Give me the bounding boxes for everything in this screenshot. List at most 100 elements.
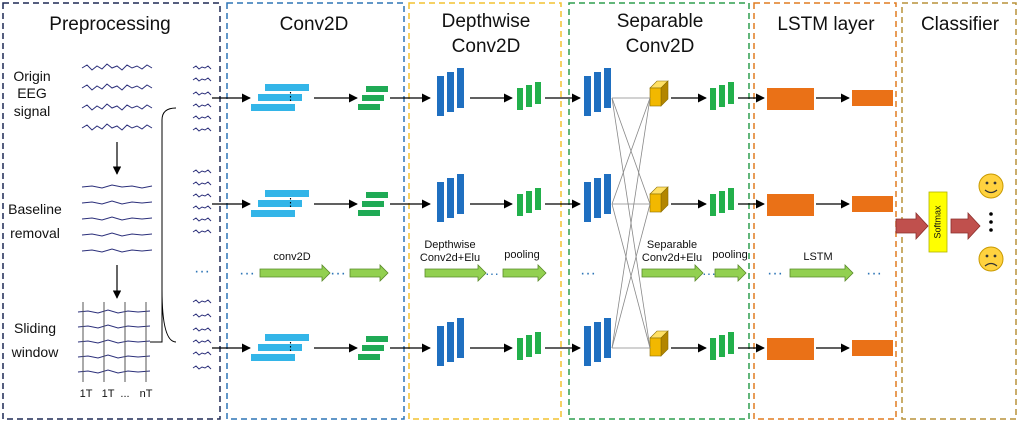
baseline-removed-signal: Baseline removal bbox=[8, 184, 153, 253]
depth-pool-1 bbox=[517, 88, 523, 110]
separable-op-label-line2: Conv2d+Elu bbox=[642, 252, 702, 264]
conv-out-2 bbox=[362, 345, 384, 351]
conv-dots: ⋮ bbox=[285, 91, 296, 103]
depthwise-title-line1: Depthwise bbox=[442, 11, 531, 32]
sep-bar-2 bbox=[594, 72, 601, 112]
pipeline-row-1: ⋮ bbox=[212, 68, 893, 116]
lstm-block-a bbox=[767, 194, 814, 216]
classifier-input-arrow bbox=[895, 211, 929, 241]
sep-bar-2 bbox=[594, 322, 601, 362]
svg-text:···: ··· bbox=[194, 263, 210, 280]
pipeline-rows: ⋮⋮⋮ bbox=[212, 68, 893, 366]
sep-bar-2 bbox=[594, 178, 601, 218]
separable-op-label-line1: Separable bbox=[647, 239, 697, 251]
lstm-block-b bbox=[852, 90, 893, 106]
sep-cube-front bbox=[649, 337, 662, 357]
lstm-op-label: LSTM bbox=[803, 251, 832, 263]
conv-out-2 bbox=[362, 95, 384, 101]
baseline-label-line2: removal bbox=[10, 225, 60, 241]
conv-out-3 bbox=[358, 354, 380, 360]
baseline-label-line1: Baseline bbox=[8, 201, 62, 217]
conv2d-title: Conv2D bbox=[280, 14, 349, 35]
sep-bar-3 bbox=[604, 174, 611, 214]
classifier-block: Softmax bbox=[895, 173, 1004, 272]
depth-pool-3 bbox=[535, 188, 541, 210]
svg-text:···: ··· bbox=[767, 265, 783, 282]
depthwise-title-line2: Conv2D bbox=[452, 36, 521, 57]
separable-title-line2: Conv2D bbox=[626, 36, 695, 57]
lstm-block-b bbox=[852, 196, 893, 212]
window-to-segments-connector bbox=[150, 107, 177, 343]
pooling-op-arrow-2 bbox=[714, 264, 747, 282]
depth-pool-2 bbox=[526, 335, 532, 357]
svg-text:···: ··· bbox=[330, 265, 346, 282]
separable-frame bbox=[568, 2, 750, 420]
depth-bar-3 bbox=[457, 174, 464, 214]
svg-text:···: ··· bbox=[580, 265, 596, 282]
conv-feature-1 bbox=[265, 190, 309, 197]
conv-feature-2 bbox=[258, 94, 302, 101]
conv-out-2 bbox=[362, 201, 384, 207]
lstm-op-arrow bbox=[789, 264, 854, 282]
depthwise-op-label-line2: Conv2d+Elu bbox=[420, 252, 480, 264]
depth-pool-2 bbox=[526, 85, 532, 107]
conv-feature-3 bbox=[251, 210, 295, 217]
window-tick-2: 1T bbox=[102, 388, 115, 400]
conv-feature-1 bbox=[265, 84, 309, 91]
origin-label-line1: Origin bbox=[13, 68, 50, 84]
depthwise-frame bbox=[408, 2, 562, 420]
lstm-block-a bbox=[767, 88, 814, 110]
depthwise-op-label-line1: Depthwise bbox=[424, 239, 475, 251]
pipeline-row-2: ⋮ bbox=[212, 174, 893, 222]
classifier-title: Classifier bbox=[921, 14, 1000, 35]
lstm-block-a bbox=[767, 338, 814, 360]
conv2d-op-arrow bbox=[259, 264, 331, 282]
origin-label-line2: EEG bbox=[17, 85, 47, 101]
conv-out-1 bbox=[366, 336, 388, 342]
sep-pool-3 bbox=[728, 332, 734, 354]
lstm-frame bbox=[753, 2, 897, 420]
origin-label-line3: signal bbox=[14, 103, 51, 119]
depth-bar-1 bbox=[437, 182, 444, 222]
preprocessing-frame bbox=[2, 2, 221, 420]
sep-bar-1 bbox=[584, 76, 591, 116]
sep-bar-3 bbox=[604, 318, 611, 358]
conv2d-op-arrow-2 bbox=[349, 264, 389, 282]
sad-face-icon bbox=[978, 246, 1004, 272]
sep-cube-front bbox=[649, 193, 662, 213]
segment-column: ··· bbox=[192, 65, 212, 370]
separable-title-line1: Separable bbox=[617, 11, 704, 32]
classifier-output-arrow bbox=[950, 211, 981, 241]
depth-bar-1 bbox=[437, 326, 444, 366]
svg-text:···: ··· bbox=[702, 265, 716, 281]
sep-bar-1 bbox=[584, 326, 591, 366]
sliding-window-signal: Sliding window 1T 1T ... nT bbox=[11, 302, 153, 400]
separable-cross-connections bbox=[611, 97, 651, 349]
window-tick-1: 1T bbox=[80, 388, 93, 400]
depth-bar-2 bbox=[447, 322, 454, 362]
sliding-label-line1: Sliding bbox=[14, 320, 56, 336]
ellipsis-icon bbox=[989, 212, 993, 232]
pooling-op-arrow-1 bbox=[502, 264, 547, 282]
depth-pool-2 bbox=[526, 191, 532, 213]
separable-op-arrow bbox=[641, 264, 704, 282]
conv-dots: ⋮ bbox=[285, 197, 296, 209]
conv-feature-3 bbox=[251, 104, 295, 111]
depth-pool-1 bbox=[517, 338, 523, 360]
depth-pool-3 bbox=[535, 82, 541, 104]
svg-text:···: ··· bbox=[866, 265, 882, 282]
conv-feature-2 bbox=[258, 344, 302, 351]
depth-bar-1 bbox=[437, 76, 444, 116]
depthwise-op-arrow bbox=[424, 264, 487, 282]
conv-feature-3 bbox=[251, 354, 295, 361]
sep-pool-3 bbox=[728, 188, 734, 210]
operation-band: ··· conv2D ··· Depthwise Conv2d+Elu ··· … bbox=[239, 239, 882, 282]
sep-pool-1 bbox=[710, 338, 716, 360]
pooling-op-label-2: pooling bbox=[712, 249, 747, 261]
svg-text:···: ··· bbox=[239, 265, 255, 282]
pooling-op-label-1: pooling bbox=[504, 249, 539, 261]
sep-pool-3 bbox=[728, 82, 734, 104]
sep-pool-2 bbox=[719, 191, 725, 213]
conv-feature-1 bbox=[265, 334, 309, 341]
sep-pool-2 bbox=[719, 85, 725, 107]
